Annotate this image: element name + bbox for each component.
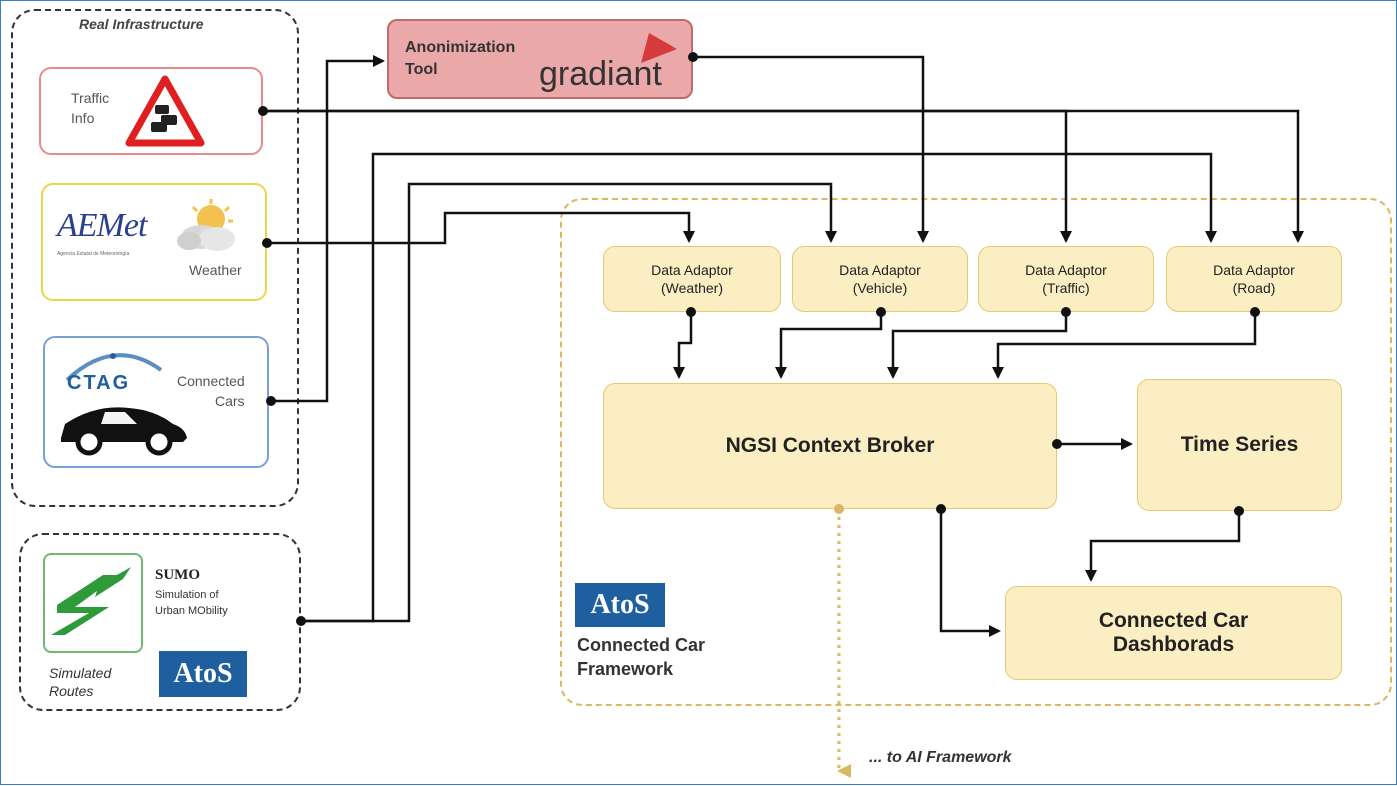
- data-adaptor-vehicle: Data Adaptor (Vehicle): [792, 246, 968, 312]
- real-infrastructure-label: Real Infrastructure: [79, 16, 204, 32]
- adaptor-traffic-line1: Data Adaptor: [1025, 262, 1107, 278]
- link-sumo-to-road-adaptor: [301, 152, 1217, 623]
- sumo-logo-icon: [51, 567, 131, 635]
- simulated-line1: Simulated: [49, 665, 112, 681]
- anonimization-tool-box: Anonimization Tool gradiant: [387, 19, 693, 99]
- framework-label-line1: Connected Car: [577, 635, 706, 655]
- ai-framework-label: ... to AI Framework: [869, 749, 1012, 766]
- aemet-logo-subtitle: Agencia Estatal de Meteorología: [57, 251, 130, 257]
- atos-logo-sumo: AtoS: [159, 651, 247, 697]
- traffic-info-source: Traffic Info: [39, 67, 263, 155]
- link-traffic-adaptor-to-broker: [887, 312, 1068, 379]
- connected-car-framework-group: [560, 198, 1392, 706]
- aemet-logo: AEMet: [57, 207, 147, 244]
- anon-tool-line2: Tool: [405, 61, 438, 78]
- traffic-info-line1: Traffic: [71, 90, 110, 106]
- link-anon-tool-to-vehicle-adaptor: [693, 55, 929, 243]
- adaptor-road-line2: (Road): [1232, 280, 1276, 296]
- anon-tool-line1: Anonimization: [405, 39, 516, 56]
- weather-label: Weather: [189, 262, 242, 278]
- data-adaptor-traffic: Data Adaptor (Traffic): [978, 246, 1154, 312]
- sun-cloud-icon: [177, 199, 235, 251]
- adaptor-road-line1: Data Adaptor: [1213, 262, 1295, 278]
- link-traffic-to-traffic-adaptor: [263, 109, 1072, 243]
- adaptor-vehicle-line1: Data Adaptor: [839, 262, 921, 278]
- connected-cars-line2: Cars: [215, 393, 245, 409]
- connected-cars-source: CTAG Connected Cars: [43, 336, 269, 468]
- time-series: Time Series: [1137, 379, 1342, 511]
- sumo-title: SUMO: [155, 567, 200, 583]
- link-weather-adaptor-to-broker: [673, 312, 693, 379]
- gradiant-logo: gradiant: [539, 55, 662, 93]
- link-time-series-to-dashboards: [1085, 511, 1241, 582]
- connected-cars-line1: Connected: [177, 373, 245, 389]
- adaptor-vehicle-line2: (Vehicle): [852, 280, 908, 296]
- data-adaptor-road: Data Adaptor (Road): [1166, 246, 1342, 312]
- data-adaptor-weather: Data Adaptor (Weather): [603, 246, 781, 312]
- link-cars-to-anon-tool: [271, 55, 385, 403]
- dashboards-line1: Connected Car: [1098, 609, 1249, 632]
- framework-label-line2: Framework: [577, 659, 674, 679]
- connected-car-dashboards: Connected Car Dashborads: [1005, 586, 1342, 680]
- traffic-warning-icon: [125, 75, 205, 147]
- simulated-line2: Routes: [49, 683, 94, 699]
- link-vehicle-adaptor-to-broker: [775, 312, 883, 379]
- weather-source: AEMet Agencia Estatal de Meteorología We…: [41, 183, 267, 301]
- car-icon: [61, 407, 187, 456]
- sumo-logo-box: [43, 553, 143, 653]
- ctag-arc-icon: [65, 353, 163, 382]
- gradiant-flag-icon: [641, 33, 677, 63]
- adaptor-weather-line2: (Weather): [661, 280, 723, 296]
- traffic-info-line2: Info: [71, 110, 95, 126]
- ngsi-context-broker: NGSI Context Broker: [603, 383, 1057, 509]
- link-broker-to-dashboards: [939, 509, 1001, 637]
- adaptor-weather-line1: Data Adaptor: [651, 262, 733, 278]
- atos-logo-framework: AtoS: [575, 583, 665, 627]
- dashboards-line2: Dashborads: [1112, 633, 1235, 656]
- link-sumo-to-vehicle-adaptor: [301, 182, 837, 623]
- link-weather-to-weather-adaptor: [267, 211, 695, 245]
- sumo-line2: Urban MObility: [155, 605, 228, 617]
- link-road-adaptor-to-broker: [992, 312, 1257, 379]
- link-traffic-to-road-adaptor: [263, 109, 1304, 243]
- sumo-line1: Simulation of: [155, 589, 219, 601]
- real-infrastructure-group: [11, 9, 299, 507]
- adaptor-traffic-line2: (Traffic): [1042, 280, 1090, 296]
- ctag-logo: CTAG: [67, 372, 131, 394]
